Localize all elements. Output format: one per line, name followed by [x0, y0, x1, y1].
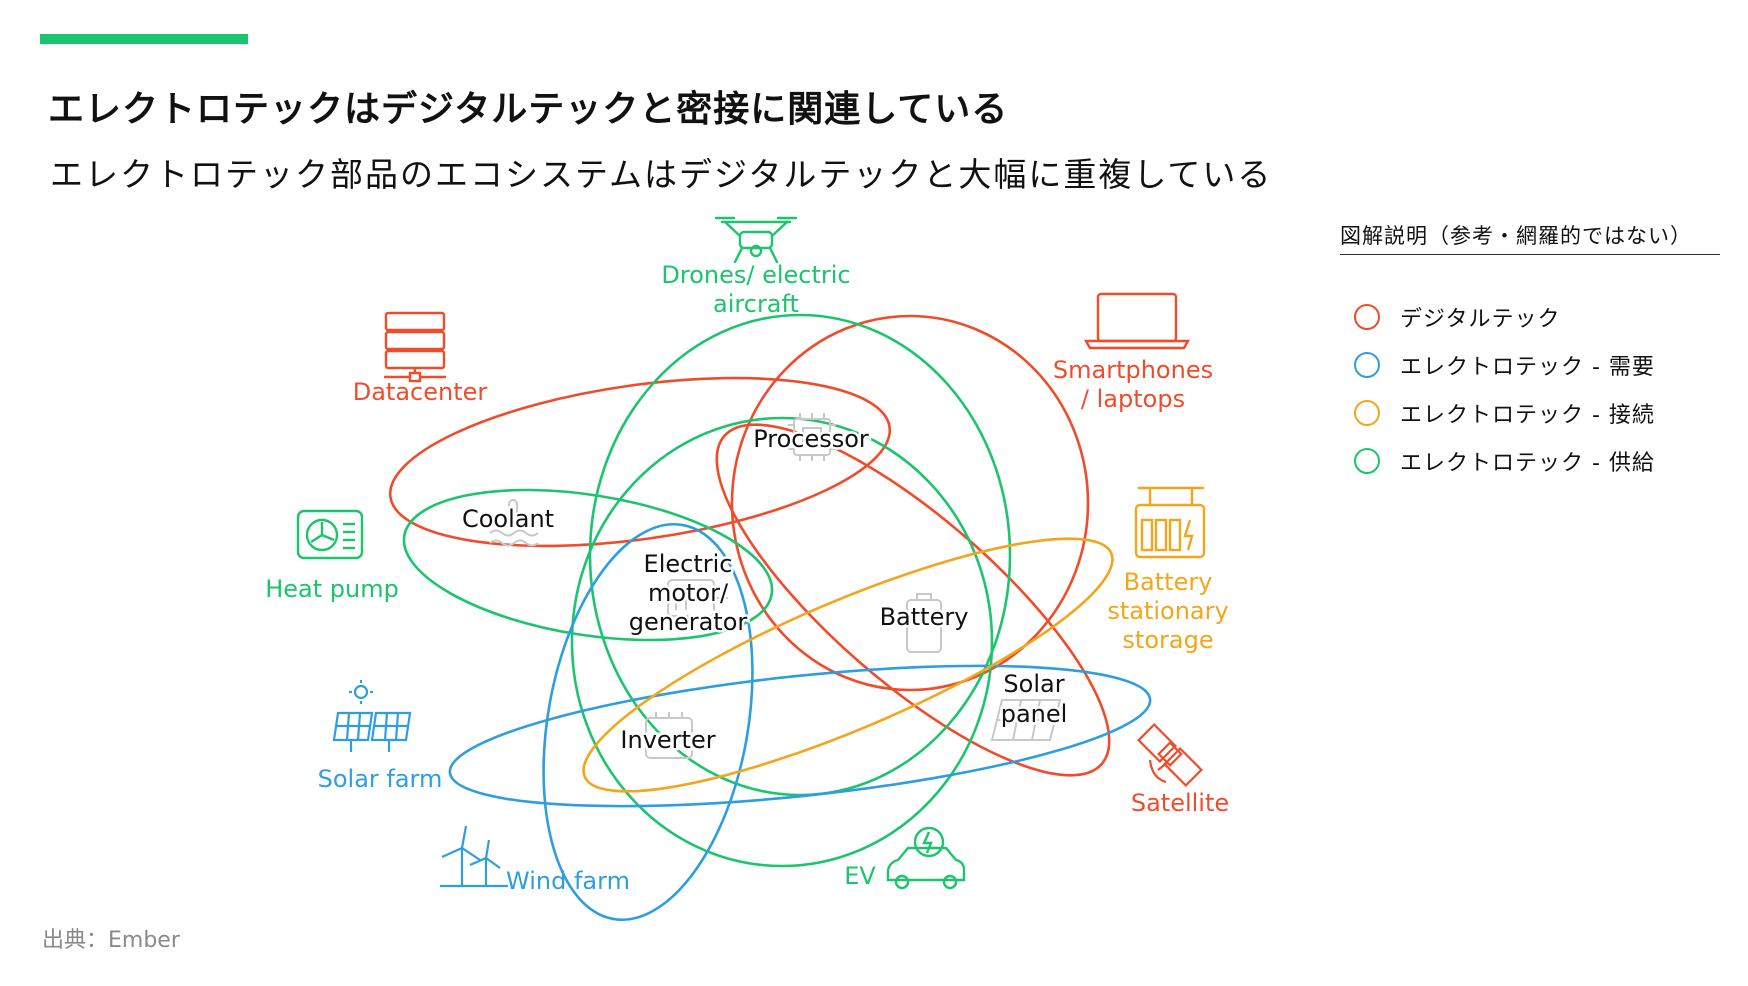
legend-item-connection: エレクトロテック - 接続 [1354, 389, 1720, 437]
drones-label-line1: Drones/ electric [661, 261, 850, 289]
motor-icon [667, 579, 728, 617]
solar-panels-icon [332, 680, 412, 752]
battery-icon [906, 593, 942, 653]
legend-label-supply: エレクトロテック - 供給 [1400, 451, 1655, 476]
legend-swatch-connection [1354, 400, 1380, 426]
legend-swatch-demand [1354, 352, 1380, 378]
solar-panel-label-line2: panel [1001, 700, 1068, 728]
battery-label: Battery [880, 603, 969, 631]
heat-pump-ellipse [402, 488, 774, 642]
drones-label-line2: aircraft [713, 290, 799, 318]
electric-car-icon [886, 826, 966, 890]
datacenter-ellipse [388, 376, 892, 548]
datacenter-label: Datacenter [353, 378, 488, 406]
inverter-icon [645, 712, 693, 759]
battery-storage-icon [1134, 486, 1206, 559]
page-title: エレクトロテックはデジタルテックと密接に関連している [48, 89, 1009, 130]
motor-label-line2: motor/ [648, 579, 729, 607]
source-note: 出典：Ember [42, 928, 180, 953]
ev-label: EV [844, 862, 876, 890]
legend-swatch-digital [1354, 304, 1380, 330]
laptop-icon [1083, 292, 1191, 350]
battery-storage-label-line2: stationary [1107, 597, 1228, 625]
legend-label-demand: エレクトロテック - 需要 [1400, 355, 1655, 380]
solar-panel-icon [990, 699, 1062, 741]
satellite-label: Satellite [1131, 789, 1229, 817]
ev-ellipse [570, 416, 994, 868]
wind-farm-label: Wind farm [506, 867, 630, 895]
smartphones-ellipse [730, 314, 1090, 692]
heat-pump-label: Heat pump [265, 575, 399, 603]
accent-bar [40, 34, 248, 44]
wind-farm-ellipse [542, 522, 754, 922]
motor-label-line3: generator [629, 608, 748, 636]
inverter-label: Inverter [620, 726, 715, 754]
motor-label-line1: Electric [644, 550, 733, 578]
server-rack-icon [384, 311, 446, 383]
legend-item-demand: エレクトロテック - 需要 [1354, 341, 1720, 389]
drones-ellipse [588, 313, 1012, 797]
legend: 図解説明（参考・網羅的ではない） デジタルテック エレクトロテック - 需要 エ… [1340, 220, 1720, 485]
chip-icon [788, 413, 836, 461]
legend-list: デジタルテック エレクトロテック - 需要 エレクトロテック - 接続 エレクト… [1354, 293, 1720, 485]
solar-farm-label: Solar farm [318, 765, 443, 793]
solar-panel-label-line1: Solar [1003, 670, 1064, 698]
legend-swatch-supply [1354, 448, 1380, 474]
legend-item-supply: エレクトロテック - 供給 [1354, 437, 1720, 485]
smartphones-label-line1: Smartphones [1053, 356, 1213, 384]
solar-farm-ellipse [448, 664, 1152, 808]
legend-label-digital: デジタルテック [1400, 307, 1561, 332]
battery-storage-label-line3: storage [1122, 626, 1213, 654]
battery-storage-label-line1: Battery [1124, 568, 1213, 596]
smartphones-label-line2: / laptops [1081, 385, 1185, 413]
wind-turbine-icon [440, 825, 508, 888]
legend-title: 図解説明（参考・網羅的ではない） [1340, 220, 1720, 255]
battery-storage-ellipse [582, 537, 1114, 793]
coolant-label: Coolant [462, 505, 554, 533]
page-subtitle: エレクトロテック部品のエコシステムはデジタルテックと大幅に重複している [50, 155, 1273, 194]
satellite-icon [1137, 723, 1203, 787]
legend-label-connection: エレクトロテック - 接続 [1400, 403, 1655, 428]
processor-label: Processor [753, 425, 869, 453]
coolant-icon [489, 499, 539, 547]
legend-item-digital: デジタルテック [1354, 293, 1720, 341]
drone-icon [714, 216, 798, 264]
heat-pump-icon [296, 509, 364, 560]
